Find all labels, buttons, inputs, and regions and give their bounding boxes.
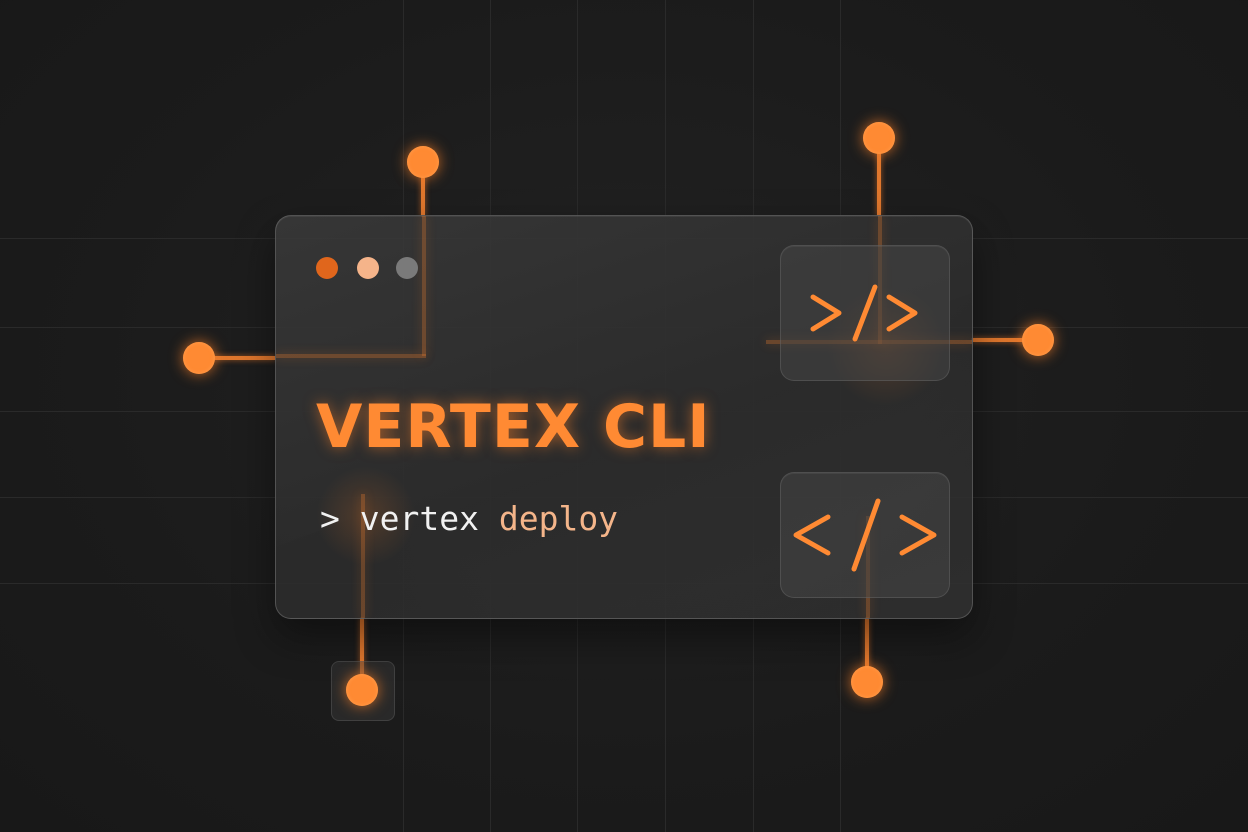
circuit-node — [183, 342, 215, 374]
circuit-node — [407, 146, 439, 178]
prompt-symbol: > — [320, 499, 340, 538]
self-closing-code-icon — [810, 284, 918, 342]
code-brackets-icon — [793, 498, 937, 572]
command-name: vertex — [359, 499, 479, 538]
circuit-wire — [360, 617, 364, 677]
code-brackets-tile — [780, 472, 950, 598]
circuit-trace — [361, 494, 365, 618]
circuit-node — [863, 122, 895, 154]
command-argument: deploy — [498, 499, 619, 538]
window-maximize-button[interactable] — [396, 257, 418, 279]
command-line: > vertex deploy — [320, 498, 618, 540]
self-closing-code-tile — [780, 245, 950, 381]
circuit-wire — [971, 338, 1027, 342]
circuit-wire — [421, 175, 425, 217]
glow — [316, 466, 416, 566]
circuit-trace — [422, 216, 426, 356]
circuit-wire — [877, 152, 881, 216]
window-close-button[interactable] — [316, 257, 338, 279]
app-title: VERTEX CLI — [316, 392, 711, 462]
circuit-node — [1022, 324, 1054, 356]
circuit-trace — [276, 354, 426, 358]
window-minimize-button[interactable] — [357, 257, 379, 279]
circuit-wire — [865, 617, 869, 669]
circuit-wire — [212, 356, 276, 360]
circuit-node — [346, 674, 378, 706]
terminal-window: VERTEX CLI > vertex deploy — [275, 215, 973, 619]
circuit-node — [851, 666, 883, 698]
